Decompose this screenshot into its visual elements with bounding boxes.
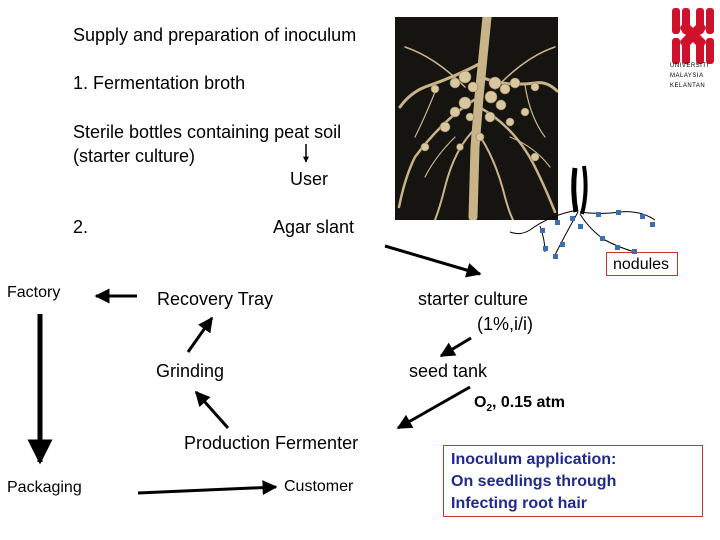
arrow-packaging-to-customer	[138, 487, 276, 493]
root-sketch-icon	[510, 166, 655, 259]
arrow-grinding-to-recovery	[188, 318, 212, 352]
arrow-starter-to-seed	[441, 338, 471, 356]
arrow-fermenter-to-grinding	[196, 392, 228, 428]
arrow-agar-to-starter	[385, 246, 480, 274]
arrow-seed-to-fermenter	[398, 387, 470, 428]
